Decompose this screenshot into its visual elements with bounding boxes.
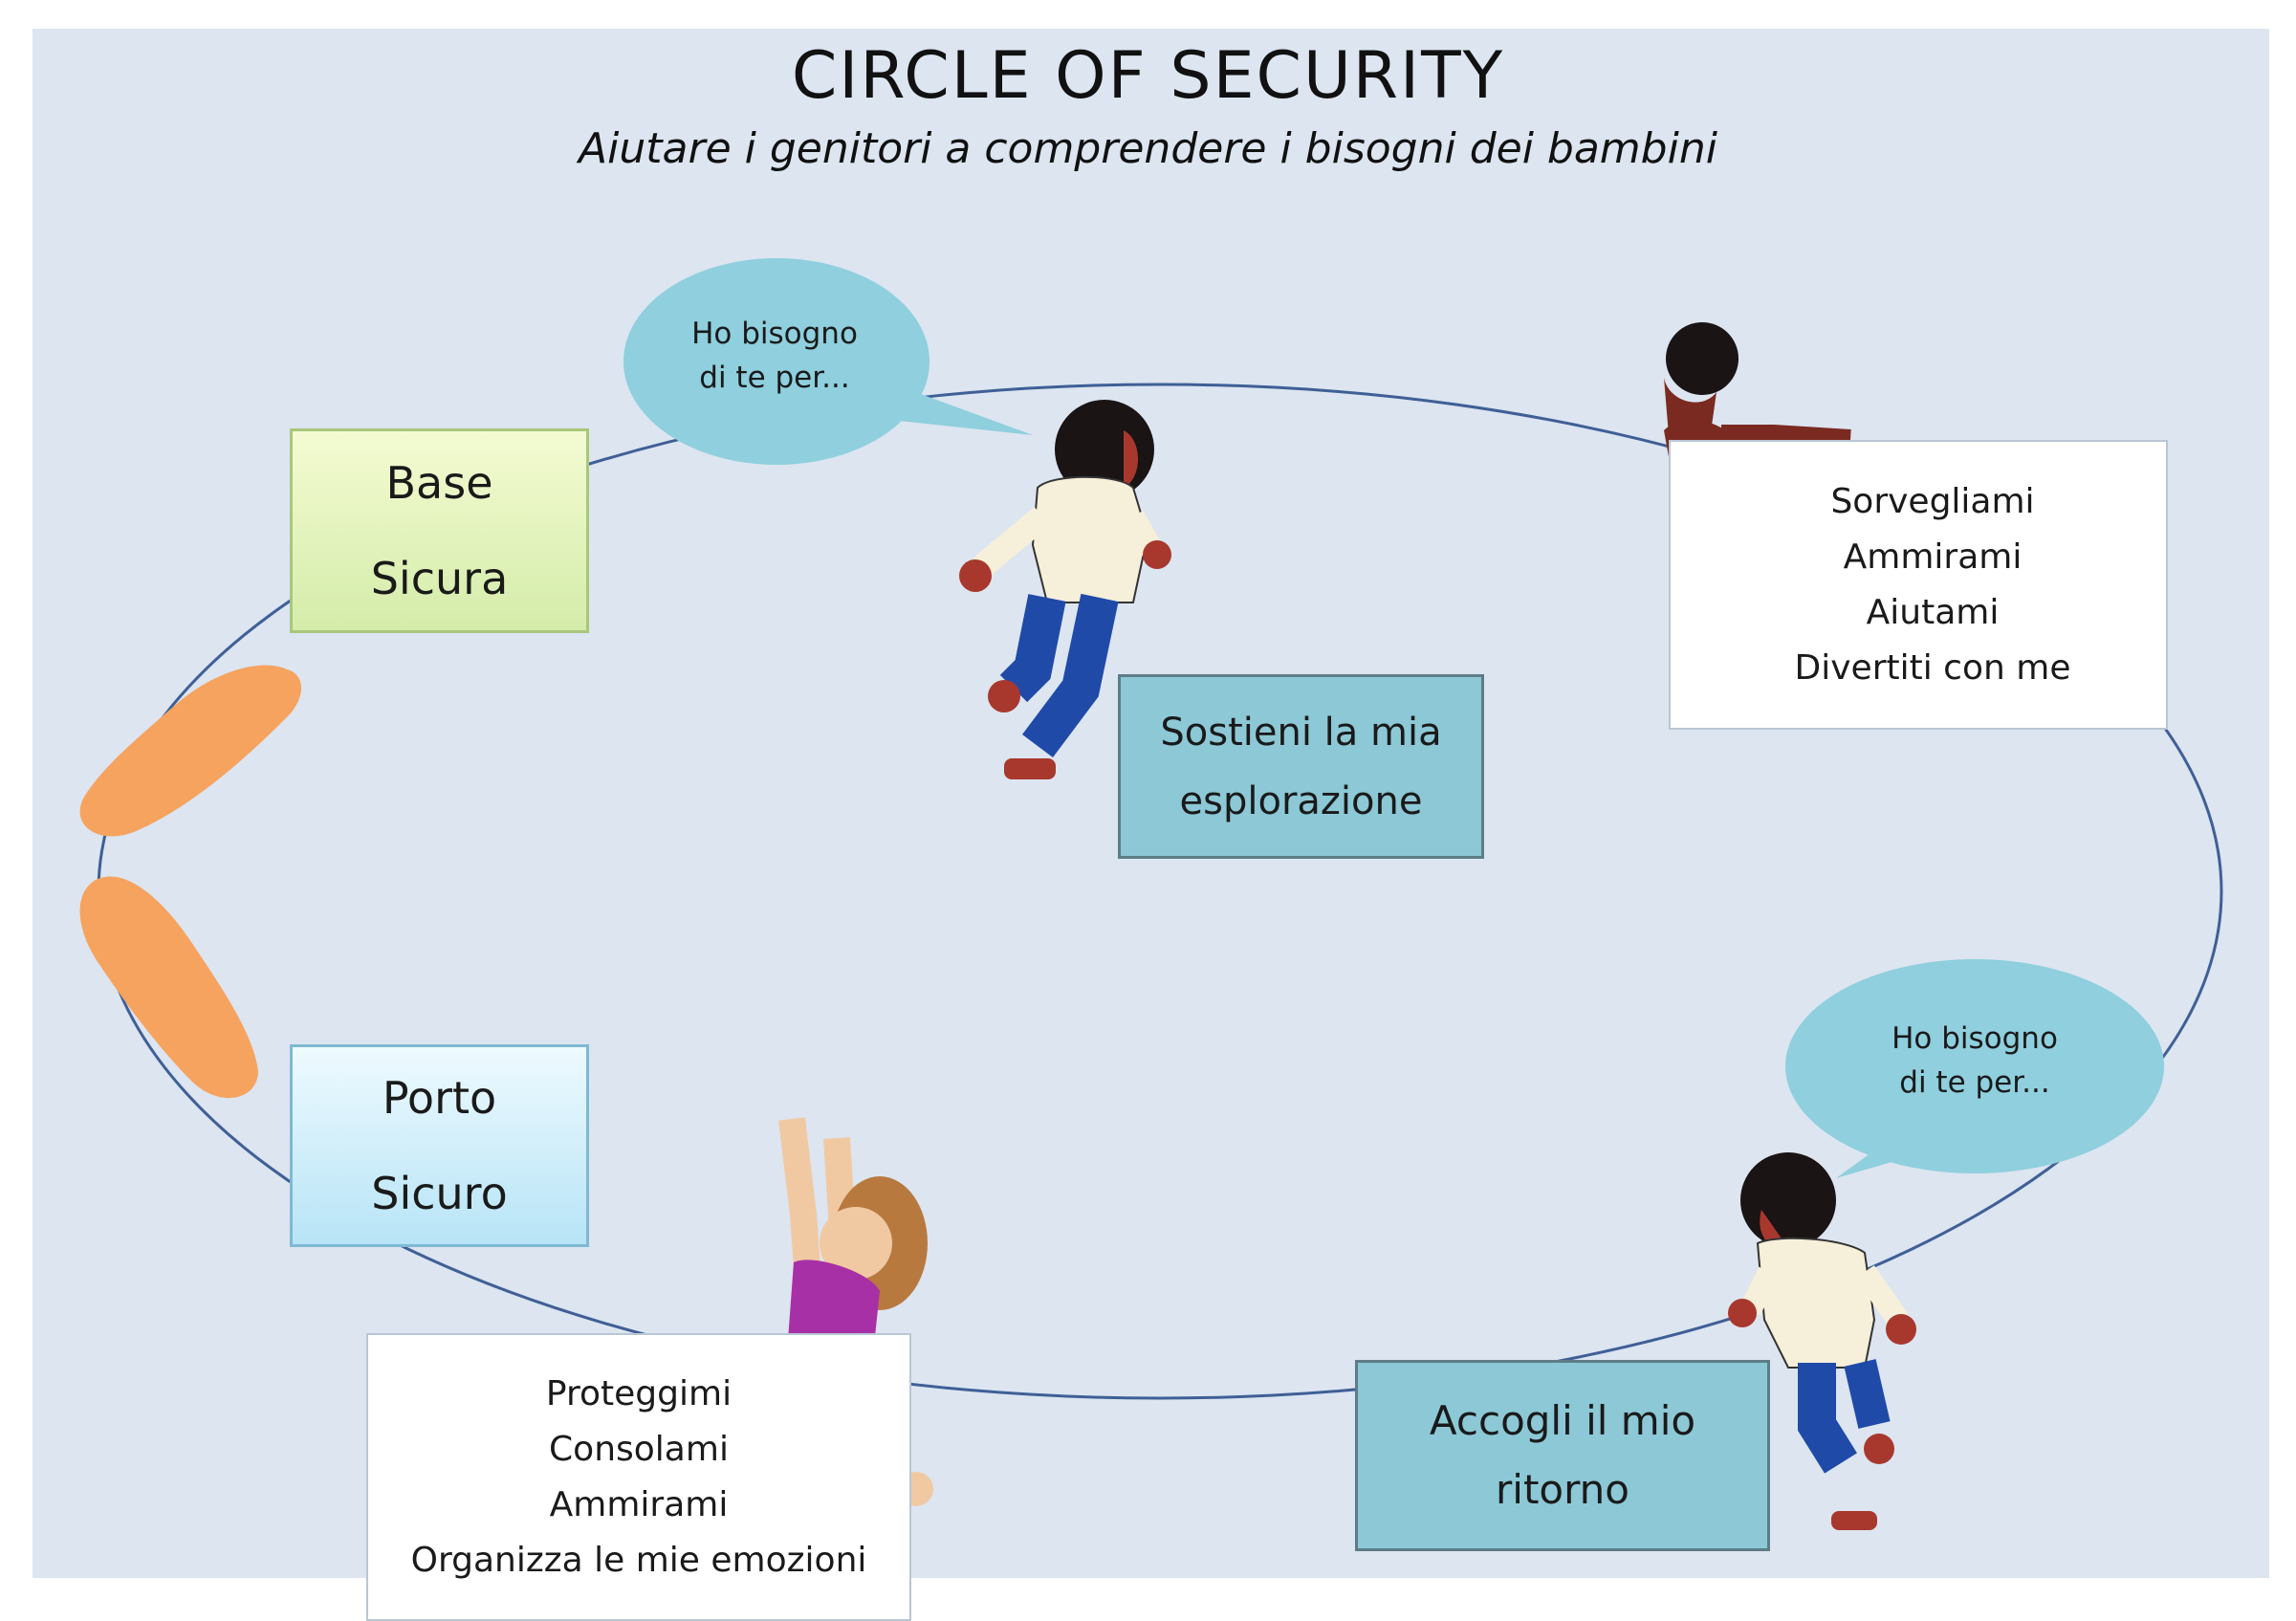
return-box: Accogli il mio ritorno	[1355, 1360, 1770, 1551]
speech-bubble-right	[1785, 959, 2164, 1178]
porto-sicuro-box: Porto Sicuro	[290, 1044, 589, 1247]
diagram-title: CIRCLE OF SECURITY	[791, 38, 1505, 114]
bubble-top-line1: Ho bisogno	[691, 317, 858, 351]
explore-box-line1: Sostieni la mia	[1160, 710, 1442, 755]
base-box-line2: Sicura	[370, 553, 509, 604]
base-box-line1: Base	[385, 457, 493, 509]
explore-box-line2: esplorazione	[1179, 778, 1423, 823]
list-item: Ammirami	[1843, 537, 2023, 577]
list-item: Aiutami	[1866, 592, 2000, 632]
list-item: Divertiti con me	[1794, 647, 2071, 688]
exploration-box: Sostieni la mia esplorazione	[1118, 674, 1484, 859]
return-needs-list: Proteggimi Consolami Ammirami Organizza …	[366, 1333, 911, 1621]
exploration-needs-list: Sorvegliami Ammirami Aiutami Divertiti c…	[1669, 440, 2168, 730]
speech-bubble-right-text: Ho bisogno di te per...	[1860, 1017, 2089, 1105]
child-returning-icon	[1728, 1152, 1916, 1530]
diagram-subtitle: Aiutare i genitori a comprendere i bisog…	[579, 124, 1717, 173]
bubble-right-line2: di te per...	[1899, 1065, 2050, 1100]
list-item: Proteggimi	[545, 1373, 733, 1413]
caring-hands-icon	[79, 665, 301, 1099]
return-box-line1: Accogli il mio	[1429, 1397, 1696, 1444]
bubble-right-line1: Ho bisogno	[1891, 1021, 2058, 1056]
bubble-top-line2: di te per...	[699, 361, 850, 395]
child-walking-away-icon	[959, 400, 1171, 779]
return-box-line2: ritorno	[1496, 1466, 1629, 1513]
list-item: Consolami	[549, 1429, 729, 1469]
list-item: Ammirami	[549, 1484, 729, 1524]
porto-box-line2: Sicuro	[371, 1168, 508, 1219]
base-sicura-box: Base Sicura	[290, 428, 589, 633]
speech-bubble-top-text: Ho bisogno di te per...	[660, 312, 889, 400]
list-item: Organizza le mie emozioni	[410, 1540, 867, 1580]
list-item: Sorvegliami	[1830, 481, 2035, 521]
speech-bubble-top	[623, 258, 1033, 465]
porto-box-line1: Porto	[382, 1072, 497, 1124]
